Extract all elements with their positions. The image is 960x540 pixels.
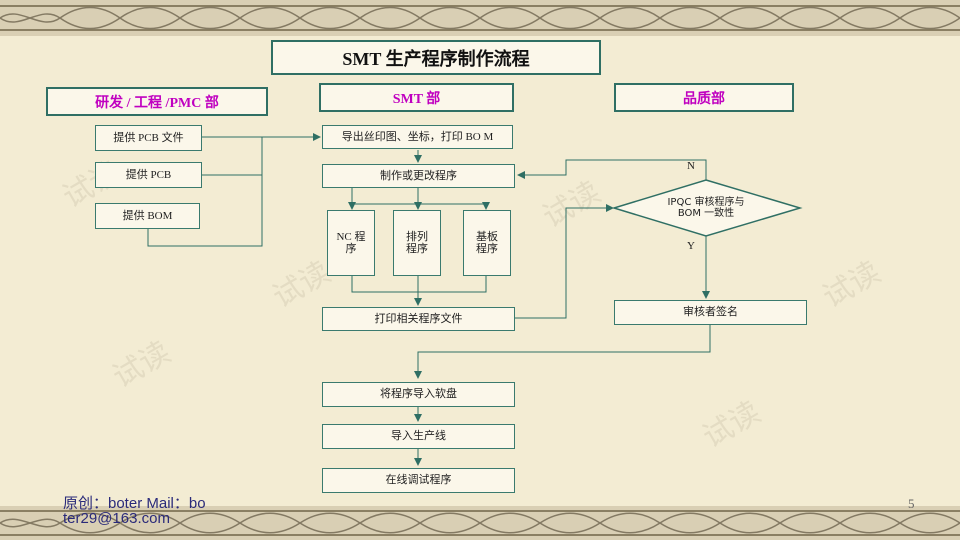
- dept-rd: 研发 / 工程 /PMC 部: [46, 87, 268, 116]
- node-debug: 在线调试程序: [322, 468, 515, 493]
- node-provide-pcb-file: 提供 PCB 文件: [95, 125, 202, 151]
- page-number: 5: [908, 496, 915, 511]
- node-provide-pcb: 提供 PCB: [95, 162, 202, 188]
- top-ornament-border: [0, 0, 960, 36]
- label-yes: Y: [687, 240, 695, 252]
- node-arrange-program: 排列 程序: [393, 210, 441, 276]
- bottom-ornament-border: [0, 506, 960, 540]
- node-decision: IPQC 审核程序与 BOM 一致性: [667, 197, 745, 219]
- footer-author: 原创：boter Mail：bo ter29@163.com: [63, 495, 206, 527]
- node-print-docs: 打印相关程序文件: [322, 307, 515, 331]
- node-provide-bom: 提供 BOM: [95, 203, 200, 229]
- node-make-program: 制作或更改程序: [322, 164, 515, 188]
- dept-qa: 品质部: [614, 83, 794, 112]
- node-import-line: 导入生产线: [322, 424, 515, 449]
- node-nc-program: NC 程序: [327, 210, 375, 276]
- dept-smt: SMT 部: [319, 83, 514, 112]
- decision-diamond: [611, 179, 803, 237]
- node-board-program: 基板 程序: [463, 210, 511, 276]
- node-export: 导出丝印图、坐标，打印 BO M: [322, 125, 513, 149]
- page-title: SMT 生产程序制作流程: [271, 40, 601, 75]
- node-auditor-sign: 审核者签名: [614, 300, 807, 325]
- node-import-disk: 将程序导入软盘: [322, 382, 515, 407]
- label-no: N: [687, 160, 695, 172]
